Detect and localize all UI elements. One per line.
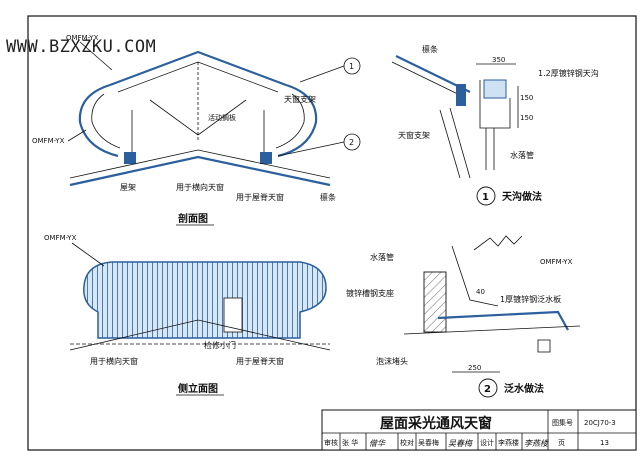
leader-omfm-left bbox=[67, 129, 87, 142]
side-label-for-transverse: 用于横向天窗 bbox=[90, 356, 138, 366]
tb-atlas-no: 20CJ70-3 bbox=[584, 419, 616, 427]
flap-right bbox=[197, 99, 247, 136]
leader-callout-1 bbox=[299, 65, 345, 83]
d2-purlin bbox=[537, 339, 551, 353]
label-omfm-left: OMFM-YX bbox=[32, 137, 65, 145]
label-purlin: 檩条 bbox=[320, 192, 336, 202]
side-view: OMFM-YX 检修小门 用于横向天窗 用于屋脊天窗 侧立面图 bbox=[44, 234, 331, 396]
d2-dim-40-text: 40 bbox=[476, 288, 485, 296]
d2-label-omfm: OMFM-YX bbox=[540, 258, 573, 266]
d2-label-channel-seat: 镀锌槽钢支座 bbox=[346, 288, 394, 298]
label-omfm-top: OMFM-YX bbox=[66, 34, 99, 42]
tb-check-label: 校对 bbox=[400, 438, 414, 447]
side-roof-line bbox=[69, 319, 331, 351]
access-door bbox=[223, 297, 243, 333]
d1-gutter-lip bbox=[483, 79, 507, 99]
d1-number-circle bbox=[476, 186, 496, 206]
d1-frame-1 bbox=[439, 109, 461, 179]
d1-dim-350-text: 350 bbox=[492, 56, 505, 64]
label-skylight-frame: 天窗支架 bbox=[284, 94, 316, 104]
d2-title: 泛水做法 bbox=[504, 382, 544, 395]
base-right bbox=[260, 152, 272, 164]
tb-checker: 吴春梅 bbox=[418, 438, 439, 447]
d1-label-purlin: 檩条 bbox=[422, 44, 438, 54]
d2-label-flashing: 1厚镀锌钢泛水板 bbox=[500, 294, 561, 304]
tb-designer: 李燕楼 bbox=[498, 438, 519, 447]
leader-callout-2 bbox=[277, 141, 345, 157]
side-leader-omfm bbox=[71, 242, 105, 267]
d2-number: 2 bbox=[484, 384, 491, 395]
side-label-for-ridge: 用于屋脊天窗 bbox=[236, 356, 284, 366]
tb-atlas-label: 图集号 bbox=[552, 418, 573, 427]
d2-channel-seat bbox=[423, 271, 447, 333]
d2-roof-line bbox=[403, 325, 581, 335]
base-left bbox=[124, 152, 136, 164]
tb-drawing-title: 屋面采光通风天窗 bbox=[380, 415, 492, 432]
d1-label-frame: 天窗支架 bbox=[398, 130, 430, 140]
d1-dim-150b-text: 150 bbox=[520, 114, 533, 122]
tb-page-no: 13 bbox=[600, 439, 609, 447]
section-view-title: 剖面图 bbox=[178, 212, 208, 225]
roof-sheet bbox=[69, 155, 331, 187]
d1-gutter bbox=[479, 80, 511, 129]
flap-left bbox=[149, 99, 199, 136]
label-movable-flap: 活动搁板 bbox=[208, 113, 236, 122]
hood-right bbox=[277, 83, 318, 158]
section-view: OMFM-YX OMFM-YX 天窗支架 活动搁板 屋架 用于横向天窗 用于屋脊… bbox=[32, 34, 361, 226]
d1-label-gutter: 1.2厚镀锌钢天沟 bbox=[538, 68, 599, 78]
side-label-omfm: OMFM-YX bbox=[44, 234, 77, 242]
label-for-transverse: 用于横向天窗 bbox=[176, 182, 224, 192]
d1-label-downpipe: 水落管 bbox=[510, 150, 534, 160]
d1-number: 1 bbox=[482, 192, 489, 203]
d2-number-circle bbox=[478, 378, 498, 398]
label-roof-frame: 屋架 bbox=[120, 183, 136, 192]
hood-right-inner bbox=[275, 93, 305, 149]
d1-frame-2 bbox=[449, 107, 471, 179]
roof-line bbox=[69, 149, 331, 179]
leader-omfm-top bbox=[79, 41, 113, 71]
d2-label-foam-plug: 泡沫堵头 bbox=[376, 356, 408, 366]
hood-left bbox=[78, 83, 119, 158]
hood-left-inner bbox=[91, 93, 121, 149]
detail-2: 250 40 水落管 OMFM-YX 镀锌槽钢支座 1厚镀锌钢泛水板 泡沫堵头 … bbox=[346, 235, 581, 398]
d2-roof-sheet bbox=[437, 310, 569, 331]
watermark-text: WWW.BZXZKU.COM bbox=[6, 37, 156, 57]
label-for-ridge: 用于屋脊天窗 bbox=[236, 192, 284, 202]
tb-design-label: 设计 bbox=[480, 438, 494, 447]
d1-dim-150a-text: 150 bbox=[520, 94, 533, 102]
tb-page-label: 页 bbox=[558, 439, 565, 447]
side-label-access-door: 检修小门 bbox=[204, 340, 236, 350]
d2-corrugation bbox=[473, 235, 523, 251]
side-hood bbox=[83, 261, 327, 339]
tb-review-label: 审核 bbox=[324, 438, 338, 447]
d1-title: 天沟做法 bbox=[502, 190, 542, 203]
title-block-frame bbox=[321, 409, 637, 451]
tb-reviewer-signature: 僧华 bbox=[369, 439, 386, 448]
d2-dim-250-text: 250 bbox=[468, 364, 481, 372]
d1-roof-under bbox=[391, 61, 467, 99]
callout-2-number: 2 bbox=[349, 138, 354, 147]
side-view-title: 侧立面图 bbox=[178, 382, 218, 395]
d1-purlin bbox=[456, 84, 466, 106]
tb-checker-signature: 吴春梅 bbox=[448, 439, 473, 448]
tb-reviewer: 张 华 bbox=[342, 438, 358, 447]
callout-1-number: 1 bbox=[349, 62, 354, 71]
detail-1: 350 150 150 檩条 1.2厚镀锌钢天沟 天窗支架 水落管 1 天沟做法 bbox=[391, 44, 599, 206]
hood-top bbox=[109, 50, 287, 87]
d2-flashing-upper bbox=[451, 245, 499, 307]
tb-designer-signature: 李燕楼 bbox=[524, 439, 549, 448]
d2-label-downpipe: 水落管 bbox=[370, 252, 394, 262]
title-block: 屋面采光通风天窗 图集号 20CJ70-3 审核 张 华 僧华 校对 吴春梅 吴… bbox=[321, 409, 637, 451]
